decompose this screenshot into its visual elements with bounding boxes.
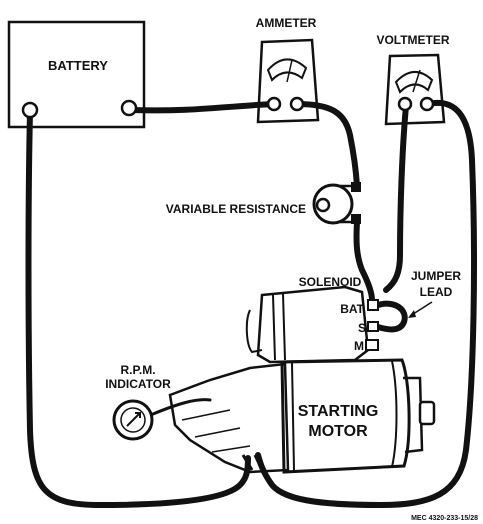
- battery-label: BATTERY: [48, 58, 108, 73]
- starting-motor-label-line2: MOTOR: [308, 423, 368, 440]
- solenoid-labels: SOLENOID BAT. S M: [299, 275, 366, 353]
- figure-code: MEC 4320-233-15/28: [411, 515, 478, 522]
- ammeter-label: AMMETER: [256, 16, 317, 30]
- solenoid-s-terminal: [367, 321, 379, 332]
- ammeter-body: [256, 38, 320, 124]
- jumper-lead: JUMPER LEAD: [408, 269, 461, 318]
- variable-resistance-label: VARIABLE RESISTANCE: [166, 202, 306, 216]
- solenoid-housing: [256, 285, 370, 364]
- voltmeter: VOLTMETER: [376, 33, 450, 126]
- variable-resistance-bracket: [340, 184, 356, 224]
- wiring: [25, 99, 477, 509]
- motor-ground-lug-left: [241, 454, 254, 471]
- variable-resistance: VARIABLE RESISTANCE: [166, 182, 361, 225]
- terminal-m-label: M: [354, 339, 364, 353]
- jumper-lead-arrowhead: [408, 310, 416, 318]
- starting-motor-assembly: STARTING MOTOR: [168, 285, 436, 474]
- voltmeter-label: VOLTMETER: [376, 33, 449, 47]
- wire-ammeter-to-resistance: [294, 101, 360, 189]
- rpm-label-line1: R.P.M.: [120, 363, 155, 377]
- wire-battery-ground: [25, 109, 251, 509]
- motor-frame-band-left: [291, 362, 295, 471]
- motor-frame: [280, 358, 411, 474]
- wire-voltmeter-to-ground: [255, 99, 477, 509]
- variable-resistance-body: [312, 183, 354, 225]
- variable-resistance-bottom-lug: [351, 214, 361, 224]
- battery: BATTERY: [7, 20, 146, 129]
- terminal-bat-label: BAT.: [340, 302, 366, 316]
- jumper-lead-wire: [375, 300, 408, 333]
- motor-frame-band-right: [391, 360, 398, 468]
- wire-resistance-to-solenoid: [353, 219, 375, 303]
- starting-motor-label-line1: STARTING: [298, 403, 379, 420]
- battery-positive-terminal: [120, 99, 138, 117]
- terminal-s-label: S: [358, 321, 366, 335]
- solenoid-m-terminal: [365, 339, 379, 351]
- voltmeter-body: [384, 53, 446, 126]
- battery-box: [7, 20, 146, 129]
- rpm-indicator-needle-icon: [126, 412, 141, 427]
- jumper-lead-label-line1: JUMPER: [411, 269, 461, 283]
- voltmeter-dial: [394, 71, 434, 94]
- voltmeter-right-terminal: [419, 96, 435, 112]
- motor-shaft: [418, 400, 436, 426]
- rpm-label-line2: INDICATOR: [105, 377, 171, 391]
- jumper-lead-label-line2: LEAD: [420, 285, 453, 299]
- ammeter-left-terminal: [266, 96, 282, 112]
- variable-resistance-knob: [315, 197, 331, 213]
- drive-housing-detail: [181, 409, 251, 453]
- rpm-cable: [151, 398, 212, 416]
- motor-ground-lug-right: [253, 454, 264, 471]
- solenoid-front: [245, 309, 263, 354]
- ammeter-right-terminal: [289, 96, 305, 112]
- wire-battery-to-ammeter: [128, 101, 277, 114]
- solenoid-label: SOLENOID: [299, 275, 362, 289]
- ammeter-needle: [286, 59, 293, 83]
- ammeter-dial: [266, 58, 308, 82]
- ammeter: AMMETER: [256, 16, 320, 124]
- wire-voltmeter-to-jumper: [383, 103, 409, 293]
- rpm-indicator: R.P.M. INDICATOR: [105, 363, 171, 441]
- battery-negative-terminal: [21, 101, 39, 119]
- voltmeter-left-terminal: [397, 96, 413, 112]
- voltmeter-needle: [412, 69, 421, 93]
- solenoid-cap-ring: [272, 293, 286, 361]
- drive-housing: [168, 362, 290, 474]
- solenoid-bat-terminal: [367, 299, 379, 311]
